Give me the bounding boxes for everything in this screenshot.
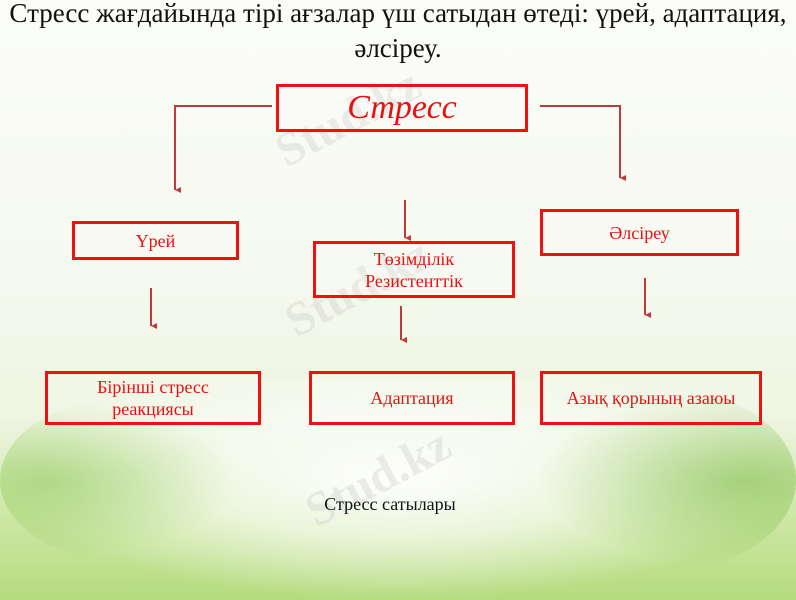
connector-left (174, 105, 272, 190)
background-leaf (536, 390, 796, 570)
slide-title: Стресс жағдайында тірі ағзалар үш сатыда… (9, 0, 787, 63)
background-leaf (0, 400, 240, 560)
stage-box-resistance: Төзімділік Резистенттік (313, 241, 515, 298)
connector-right (540, 105, 620, 178)
stage-box-exhaustion: Әлсіреу (540, 209, 739, 256)
stage-box-alarm: Үрей (72, 221, 239, 260)
result-box-adaptation: Адаптация (309, 371, 515, 425)
diagram-caption: Стресс сатылары (324, 494, 456, 514)
root-box: Стресс (276, 84, 528, 132)
result-box-first-reaction: Бірінші стресс реакциясы (45, 371, 261, 425)
result-box-depletion: Азық қорының азаюы (540, 371, 762, 425)
